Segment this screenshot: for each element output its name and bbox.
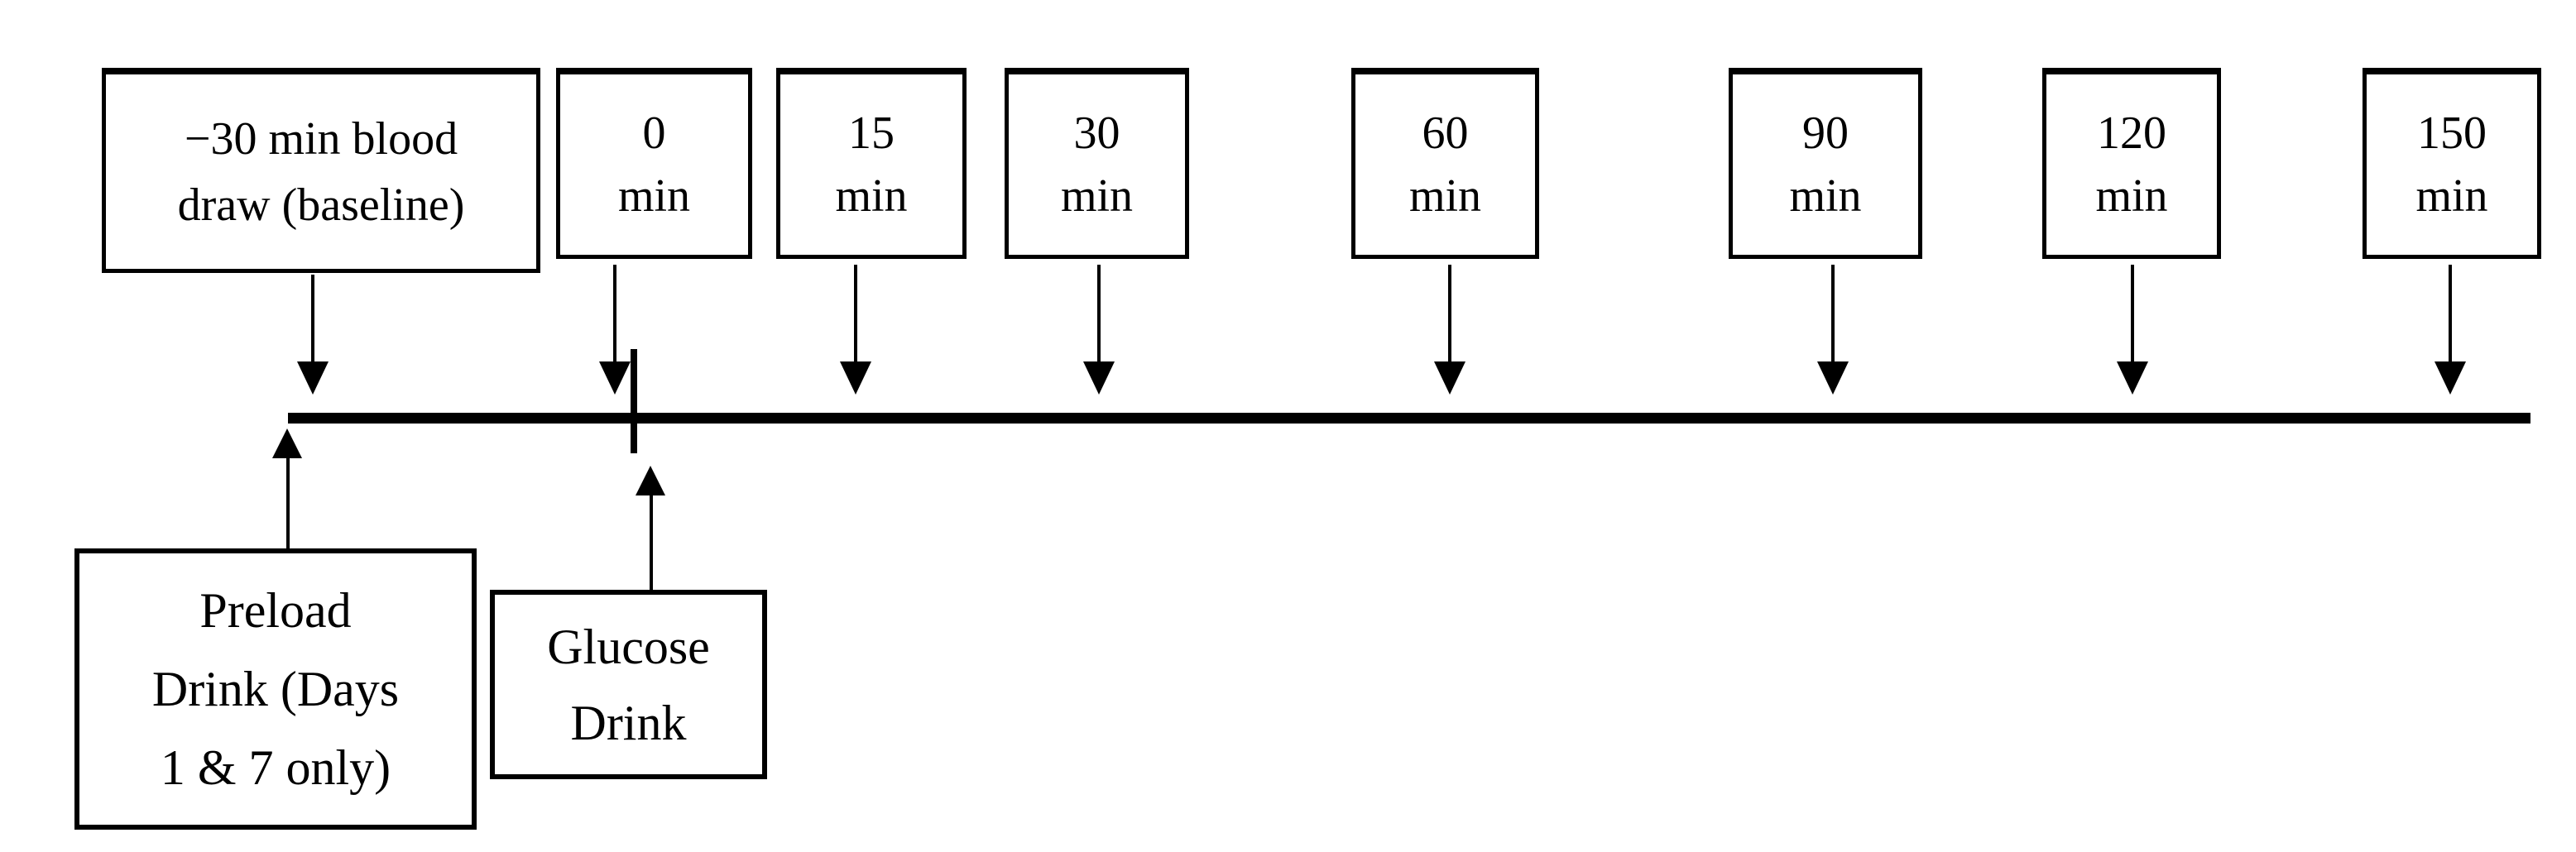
timepoint-label-line2: min	[1060, 170, 1134, 222]
timepoint-label-line2: min	[617, 170, 691, 222]
timepoint-label-line1: 30	[1073, 108, 1120, 159]
timepoint-box-baseline: −30 min blood draw (baseline)	[102, 68, 540, 273]
timepoint-label-line2: min	[2415, 170, 2488, 222]
arrow-head	[2434, 361, 2466, 395]
event-label-line2: Drink	[570, 695, 687, 750]
timepoint-label-line1: 15	[848, 108, 895, 159]
arrow-head	[636, 466, 665, 495]
arrow-shaft	[2449, 265, 2452, 361]
arrow-head	[1083, 361, 1115, 395]
arrow-head	[272, 428, 302, 458]
arrow-shaft	[2131, 265, 2134, 361]
timepoint-label-line1: 60	[1422, 108, 1469, 159]
arrow-head	[840, 361, 871, 395]
timepoint-box-0min: 0 min	[556, 68, 752, 259]
arrow-head	[297, 361, 329, 395]
arrow-head	[1817, 361, 1849, 395]
arrow-head	[599, 361, 631, 395]
timepoint-label-line1: −30 min blood	[184, 112, 458, 165]
event-box-preload-drink: Preload Drink (Days 1 & 7 only)	[74, 548, 477, 830]
timepoint-box-15min: 15 min	[776, 68, 967, 259]
event-label-line3: 1 & 7 only)	[160, 740, 391, 795]
arrow-head	[1434, 361, 1465, 395]
arrow-shaft	[311, 275, 314, 361]
timeline-tick-0min	[631, 349, 637, 453]
arrow-head	[2117, 361, 2148, 395]
arrow-shaft	[650, 495, 653, 590]
timepoint-label-line2: min	[1789, 170, 1862, 222]
timepoint-label-line1: 120	[2097, 108, 2166, 159]
arrow-shaft	[1831, 265, 1835, 361]
timepoint-box-150min: 150 min	[2363, 68, 2541, 259]
timeline-axis	[288, 413, 2530, 424]
timepoint-label-line1: 150	[2417, 108, 2487, 159]
event-label-line1: Preload	[199, 582, 352, 638]
timepoint-label-line2: min	[2095, 170, 2168, 222]
arrow-shaft	[1448, 265, 1451, 361]
timepoint-label-line2: min	[835, 170, 908, 222]
timepoint-box-90min: 90 min	[1729, 68, 1922, 259]
timepoint-label-line1: 90	[1802, 108, 1849, 159]
timepoint-label-line2: min	[1408, 170, 1482, 222]
timepoint-label-line2: draw (baseline)	[177, 179, 465, 231]
event-box-glucose-drink: Glucose Drink	[490, 590, 767, 779]
timepoint-box-60min: 60 min	[1351, 68, 1539, 259]
timepoint-label-line1: 0	[642, 108, 666, 159]
event-label-line1: Glucose	[547, 619, 710, 674]
arrow-shaft	[613, 265, 616, 361]
arrow-shaft	[286, 458, 290, 548]
timepoint-box-30min: 30 min	[1005, 68, 1189, 259]
arrow-shaft	[854, 265, 857, 361]
arrow-shaft	[1097, 265, 1101, 361]
timepoint-box-120min: 120 min	[2042, 68, 2221, 259]
event-label-line2: Drink (Days	[151, 661, 400, 716]
